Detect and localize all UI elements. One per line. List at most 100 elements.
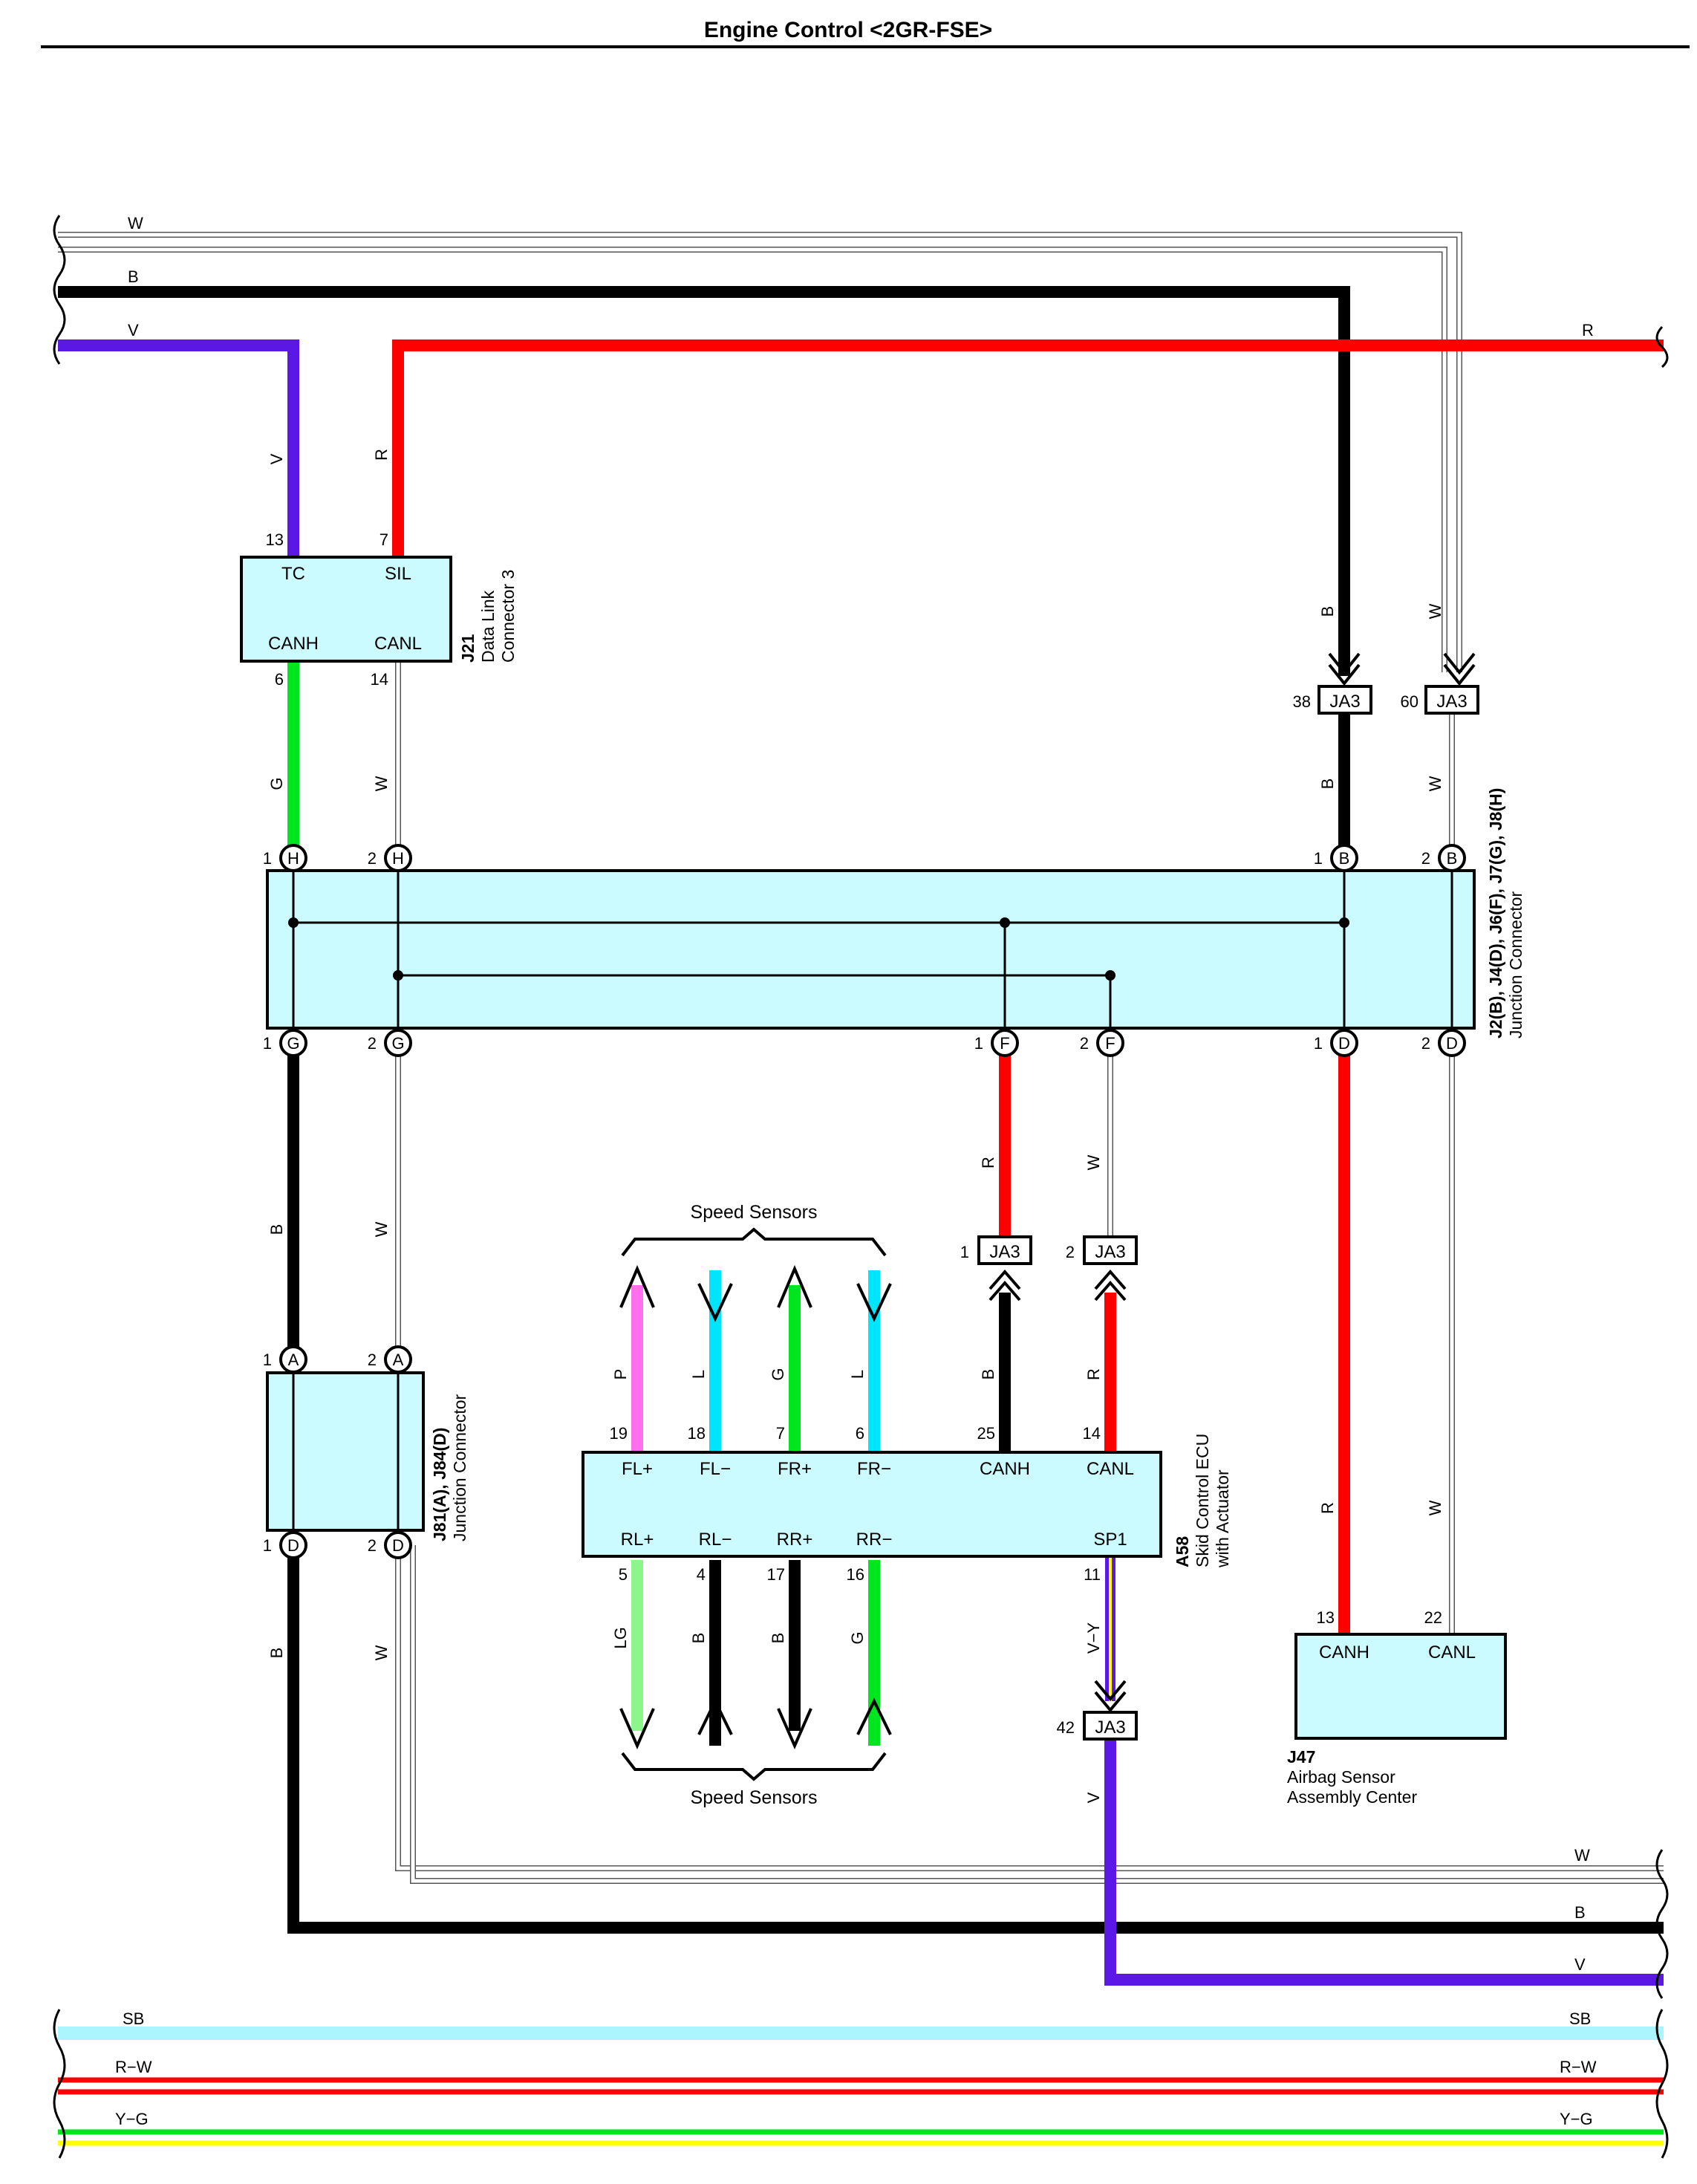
- ja3-label-38: JA3: [1329, 692, 1360, 712]
- ja3-label-2: JA3: [1095, 1242, 1125, 1262]
- jc-main-name: Junction Connector: [1506, 891, 1525, 1039]
- jc-small-pin-d2: [384, 1531, 412, 1559]
- a58-name-2: with Actuator: [1213, 1469, 1232, 1568]
- wire-labels: V R G W B W B W R W B W B W R W V P L G …: [267, 449, 1444, 1803]
- j21-box: [240, 556, 452, 663]
- jc-pin-g2-letter: G: [391, 1034, 404, 1053]
- a58-pin-rr-plus: RR+: [777, 1530, 813, 1550]
- wire-label-r-airbag: R: [1318, 1502, 1337, 1514]
- ja3-box-60: [1424, 685, 1479, 715]
- jc-pin-h1-num: 1: [263, 849, 272, 868]
- a58-num-16: 16: [847, 1565, 864, 1584]
- ja3-box-2: [1083, 1235, 1138, 1265]
- ja3-label-42: JA3: [1095, 1717, 1125, 1738]
- j21-pin-canl: CANL: [374, 634, 422, 654]
- ja3-sp1: JA3 42: [1057, 1680, 1138, 1741]
- jc-pin-f2: [1096, 1029, 1124, 1057]
- connector-j47: CANH CANL 13 22 J47 Airbag Sensor Assemb…: [1287, 1608, 1507, 1807]
- wire-label-g-j21: G: [267, 777, 286, 790]
- wire-label-w-j21: W: [372, 776, 391, 791]
- bus-label-w-left: W: [128, 214, 143, 233]
- bus-label-b-left: B: [128, 267, 139, 286]
- j47-pin-canh: CANH: [1319, 1642, 1369, 1663]
- jc-pin-f2-num: 2: [1080, 1034, 1089, 1053]
- jc-small-pin-d1: [279, 1531, 307, 1559]
- wire-label-v-sp1: V: [1084, 1792, 1103, 1803]
- speed-sensors: [619, 1227, 892, 1781]
- arrow-w-ja3: [1443, 652, 1476, 675]
- jc-pin-d2: [1438, 1029, 1466, 1057]
- wire-label-canl-ecu: R: [1084, 1368, 1103, 1380]
- jc-splice-2: [1000, 917, 1010, 928]
- a58-pin-sp1: SP1: [1093, 1530, 1127, 1550]
- page-title: Engine Control <2GR-FSE>: [704, 18, 992, 42]
- jc-pin-g1-num: 1: [263, 1034, 272, 1053]
- wire-label-r-top: R: [372, 449, 391, 461]
- wire-label-v-top: V: [267, 453, 286, 464]
- ja3-can: JA3 1 JA3 2: [960, 1235, 1138, 1301]
- jc-pin-d2-num: 2: [1421, 1034, 1430, 1053]
- bus-label-v-left: V: [128, 321, 139, 339]
- ja3-box-42: [1083, 1711, 1138, 1741]
- jc-pin-b1-letter: B: [1339, 849, 1350, 868]
- a58-pin-fl-plus: FL+: [622, 1459, 653, 1479]
- bus-label-b-bottom-right: B: [1574, 1903, 1586, 1922]
- jc-small-id: J81(A), J84(D): [430, 1428, 449, 1541]
- jc-small-pin-a1-num: 1: [263, 1351, 272, 1369]
- ja3-num-1: 1: [960, 1243, 969, 1261]
- break-mark-left-top: [53, 215, 66, 365]
- wire-v-top: [58, 339, 299, 557]
- ja3-top-right: JA3 38 JA3 60: [1293, 652, 1479, 715]
- jc-pin-h2-num: 2: [368, 849, 377, 868]
- jc-main-box: [266, 869, 1476, 1030]
- arrow-rl-minus: [697, 1697, 733, 1735]
- ja3-num-60: 60: [1401, 692, 1418, 711]
- jc-small-name: Junction Connector: [450, 1394, 469, 1541]
- a58-pin-canh: CANH: [980, 1459, 1030, 1479]
- arrow-fl-plus: [619, 1264, 655, 1308]
- j21-num-canh: 6: [275, 670, 284, 689]
- break-mark-right-top: [1655, 325, 1669, 368]
- a58-pin-rr-minus: RR−: [856, 1530, 893, 1550]
- a58-num-5: 5: [619, 1565, 628, 1584]
- junction-connector-main: H 1 H 2 B 1 B 2 G 1 G 2 F 1 F 2 D 1 D 2 …: [263, 788, 1525, 1057]
- a58-pin-canl: CANL: [1087, 1459, 1134, 1479]
- bus-label-r-right: R: [1582, 321, 1594, 339]
- a58-num-25: 25: [977, 1424, 995, 1443]
- jc-pin-f1-letter: F: [1000, 1034, 1009, 1053]
- break-marks: [53, 215, 1669, 2159]
- a58-num-14: 14: [1083, 1424, 1101, 1443]
- a58-pin-fl-minus: FL−: [700, 1459, 731, 1479]
- ja3-num-42: 42: [1057, 1718, 1075, 1737]
- a58-pin-fr-plus: FR+: [778, 1459, 812, 1479]
- a58-num-11: 11: [1084, 1565, 1101, 1584]
- a58-pin-rl-minus: RL−: [699, 1530, 732, 1550]
- jc-pin-f1: [991, 1029, 1019, 1057]
- jc-pin-f1-num: 1: [974, 1034, 983, 1053]
- wire-label-rl-plus: LG: [611, 1627, 630, 1648]
- jc-small-pin-d1-num: 1: [263, 1536, 272, 1555]
- bus-label-yg-left: Y−G: [115, 2110, 149, 2128]
- speed-sensors-bottom-label: Speed Sensors: [691, 1787, 818, 1808]
- jc-pin-b2: [1438, 844, 1466, 872]
- j47-box: [1294, 1633, 1507, 1740]
- bus-label-yg-right: Y−G: [1560, 2110, 1593, 2128]
- wire-label-b-left-lower: B: [267, 1648, 286, 1659]
- wire-label-rr-plus: B: [769, 1633, 787, 1644]
- ja3-label-60: JA3: [1436, 692, 1467, 712]
- a58-num-4: 4: [697, 1565, 706, 1584]
- ja3-box-1: [977, 1235, 1032, 1265]
- jc-small-pin-a2-letter: A: [393, 1351, 404, 1369]
- a58-box: [582, 1451, 1162, 1558]
- connector-a58: FL+ FL− FR+ FR− CANH CANL 19 18 7 6 25 1…: [582, 1424, 1232, 1584]
- arrow-sp1-2: [1094, 1691, 1127, 1713]
- bus-label-rw-left: R−W: [115, 2058, 152, 2076]
- jc-pin-g2-num: 2: [368, 1034, 377, 1053]
- j21-num-canl: 14: [371, 670, 388, 689]
- jc-small-pin-d1-letter: D: [287, 1536, 299, 1555]
- jc-splice-3: [1339, 917, 1349, 928]
- jc-small-pin-a2-num: 2: [368, 1351, 377, 1369]
- a58-num-7: 7: [776, 1424, 785, 1443]
- j21-name-2: Connector 3: [498, 570, 518, 663]
